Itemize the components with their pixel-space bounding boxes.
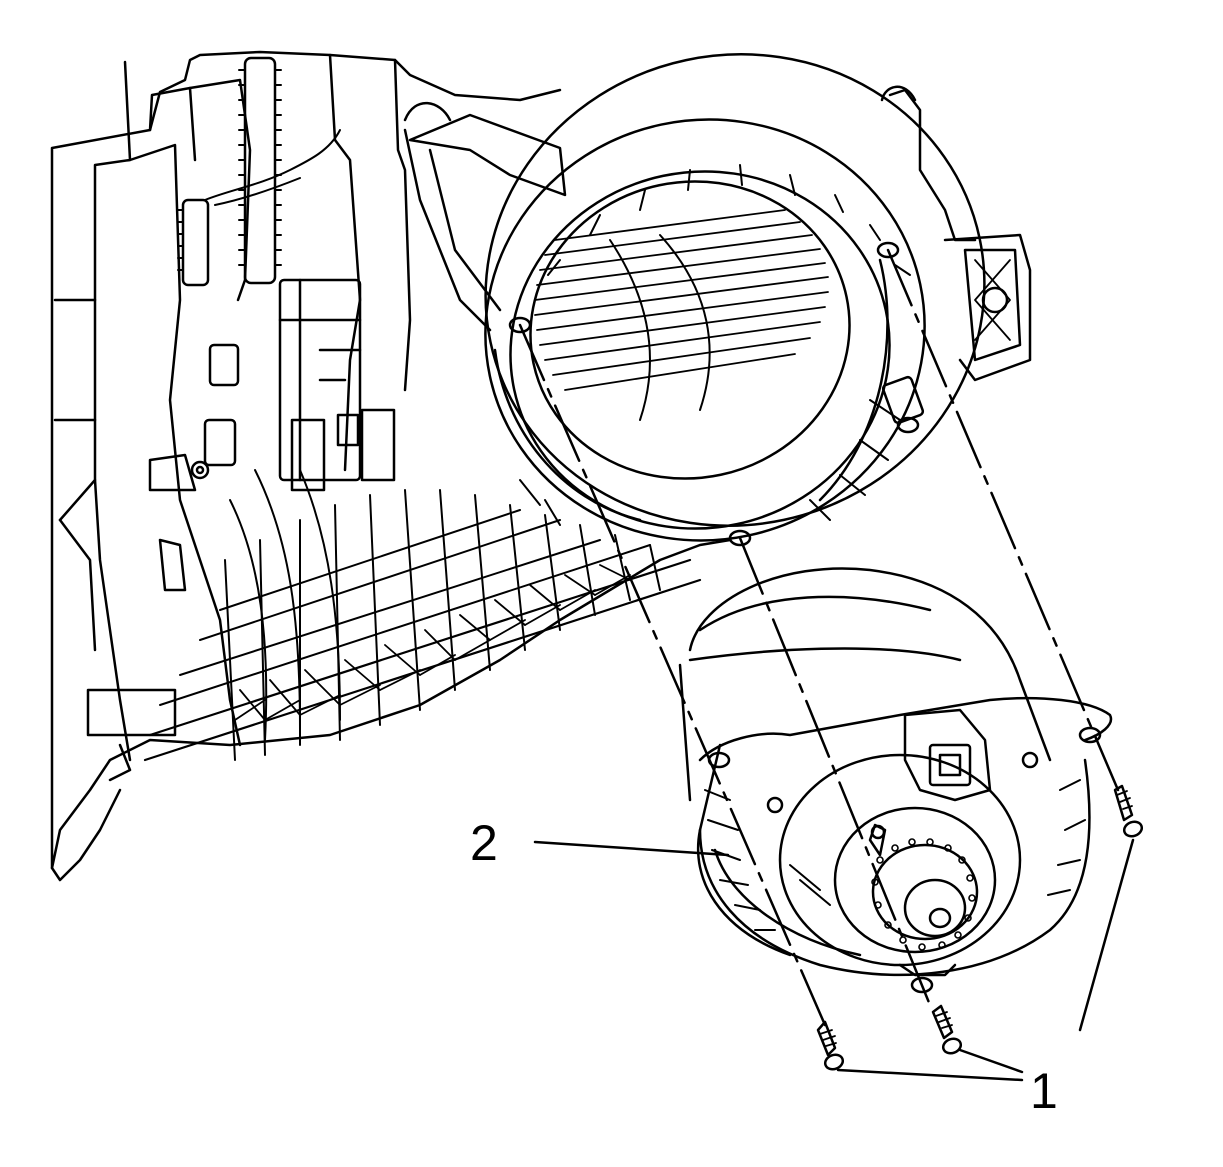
callout-label-1: 1 (1030, 1063, 1058, 1119)
screws (816, 784, 1144, 1071)
blower-motor-assembly (678, 567, 1113, 994)
blower-inlet-housing (403, 53, 1032, 547)
leader-line-1-right (1078, 838, 1135, 1032)
leader-line-1-middle (958, 1048, 1024, 1074)
screw-left (816, 1020, 845, 1071)
callout-label-2: 2 (470, 815, 498, 871)
screw-middle (931, 1004, 963, 1055)
hvac-housing (50, 50, 732, 882)
alignment-lines (518, 248, 1120, 1027)
leader-line-2 (533, 840, 730, 857)
screw-right (1113, 784, 1144, 838)
leader-lines (533, 838, 1135, 1082)
leader-line-1-left (836, 1068, 1024, 1082)
